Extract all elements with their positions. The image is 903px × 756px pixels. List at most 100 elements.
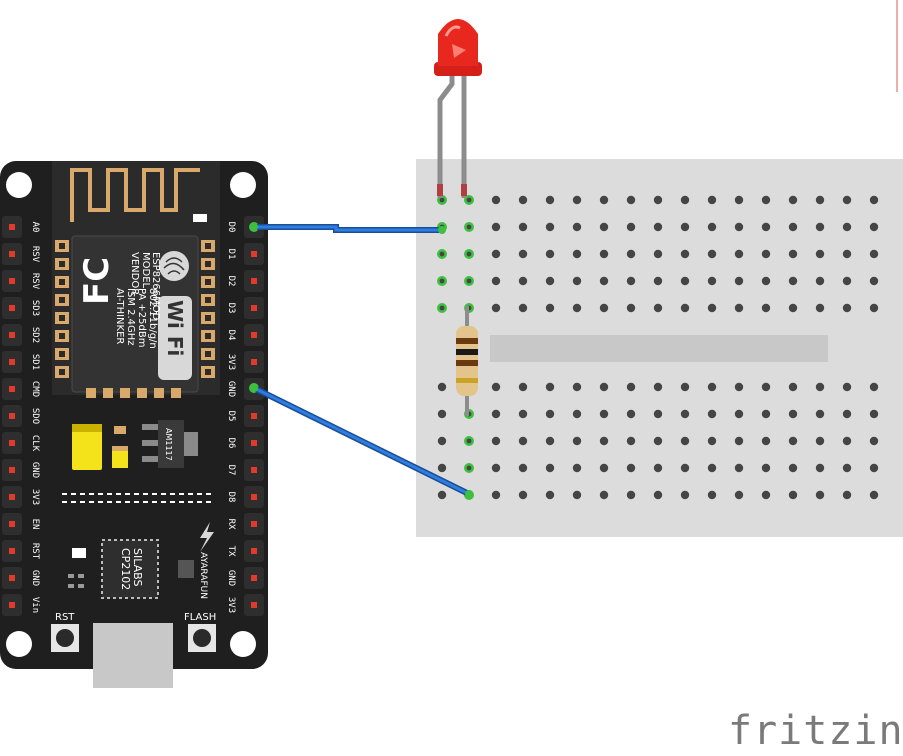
breadboard-hole — [572, 276, 582, 286]
right-pin-label: D4 — [226, 330, 236, 341]
breadboard-hole — [518, 276, 528, 286]
breadboard-hole — [842, 195, 852, 205]
flash-button-cap[interactable] — [193, 629, 211, 647]
breadboard-hole — [761, 409, 771, 419]
breadboard-holes — [437, 195, 879, 500]
breadboard-hole — [437, 382, 447, 392]
breadboard-hole — [572, 249, 582, 259]
chip-line2: CP2102 — [119, 548, 132, 590]
breadboard-hole — [869, 490, 879, 500]
breadboard-hole — [842, 463, 852, 473]
breadboard-hole — [572, 436, 582, 446]
breadboard-hole — [788, 409, 798, 419]
regulator-label: AM1117 — [164, 428, 173, 461]
esp-pad — [103, 388, 113, 398]
left-pin-label: CMD — [30, 381, 40, 397]
breadboard-hole — [518, 222, 528, 232]
esp-pad-hole — [205, 315, 211, 321]
breadboard-hole — [626, 463, 636, 473]
breadboard-hole — [842, 303, 852, 313]
breadboard-hole — [653, 409, 663, 419]
breadboard-hole — [707, 463, 717, 473]
breadboard-hole — [653, 303, 663, 313]
breadboard-hole — [572, 195, 582, 205]
regulator — [158, 420, 184, 468]
smd-part — [78, 584, 84, 588]
breadboard-hole — [572, 303, 582, 313]
smd-part — [68, 584, 74, 588]
breadboard-hole — [788, 303, 798, 313]
wire-end — [438, 226, 446, 234]
mount-hole-icon — [6, 631, 32, 657]
esp-pad-hole — [205, 279, 211, 285]
header-pin — [9, 251, 15, 257]
regulator-lead — [142, 456, 158, 462]
right-pin-label: RX — [226, 519, 236, 530]
regulator-tab — [184, 432, 198, 456]
breadboard-hole-center — [466, 438, 472, 444]
esp-pad-hole — [205, 369, 211, 375]
breadboard-hole — [653, 195, 663, 205]
rst-button-cap[interactable] — [56, 629, 74, 647]
breadboard-hole — [788, 222, 798, 232]
capacitor-large — [72, 424, 102, 470]
rst-label: RST — [55, 612, 75, 623]
breadboard-hole — [653, 249, 663, 259]
breadboard-hole — [788, 382, 798, 392]
breadboard-hole — [788, 436, 798, 446]
breadboard-hole — [734, 409, 744, 419]
esp-pad — [171, 388, 181, 398]
left-pin-label: RST — [30, 543, 40, 560]
breadboard-hole — [437, 436, 447, 446]
breadboard-hole — [545, 249, 555, 259]
breadboard-hole — [653, 222, 663, 232]
breadboard-hole — [491, 303, 501, 313]
breadboard-hole — [869, 195, 879, 205]
breadboard-hole — [734, 490, 744, 500]
esp-pad-hole — [59, 315, 65, 321]
wire-gnd-core — [252, 386, 471, 496]
breadboard-hole — [788, 276, 798, 286]
breadboard-hole — [518, 490, 528, 500]
header-pin — [9, 602, 15, 608]
right-pin-label: D6 — [226, 438, 236, 449]
fc-mark-icon: FC — [77, 257, 117, 305]
breadboard-hole — [545, 276, 555, 286]
right-pin-label: 3V3 — [226, 354, 236, 370]
left-pin-label: GND — [30, 462, 40, 478]
header-pin — [9, 332, 15, 338]
breadboard-hole — [815, 490, 825, 500]
left-pin-label: Vin — [30, 597, 40, 613]
breadboard-hole — [599, 249, 609, 259]
breadboard-hole — [572, 409, 582, 419]
breadboard-hole — [734, 436, 744, 446]
esp-pad — [86, 388, 96, 398]
breadboard-hole — [842, 409, 852, 419]
header-pin — [9, 467, 15, 473]
left-pin-label: EN — [30, 519, 40, 530]
right-pin-label: GND — [226, 381, 236, 397]
esp-pad-hole — [59, 279, 65, 285]
led-icon — [434, 19, 482, 198]
esp-pad-hole — [59, 351, 65, 357]
breadboard-hole — [680, 195, 690, 205]
left-pin-label: SDO — [30, 408, 40, 424]
breadboard-hole — [626, 303, 636, 313]
right-pin-label: 3V3 — [226, 597, 236, 613]
breadboard-hole — [869, 436, 879, 446]
breadboard-hole — [734, 382, 744, 392]
breadboard-hole — [869, 463, 879, 473]
breadboard-hole — [842, 222, 852, 232]
breadboard-hole — [545, 490, 555, 500]
breadboard-hole — [707, 490, 717, 500]
wire-end — [465, 490, 473, 498]
header-pin — [9, 305, 15, 311]
breadboard-hole — [491, 463, 501, 473]
antenna-trace-icon — [70, 168, 200, 222]
esp-pad-hole — [59, 297, 65, 303]
antenna-pad — [193, 214, 207, 222]
breadboard-hole — [545, 303, 555, 313]
module-vendor: AI-THINKER — [114, 288, 125, 344]
breadboard-hole — [680, 303, 690, 313]
breadboard-hole — [626, 222, 636, 232]
